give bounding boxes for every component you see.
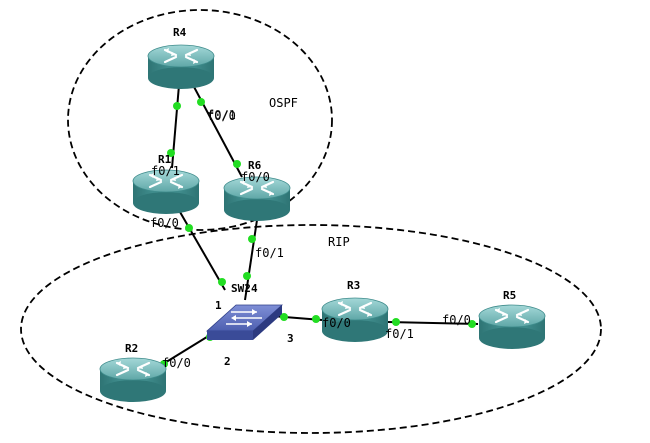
ospf-area-label: OSPF [269, 96, 298, 110]
port-dot [185, 224, 193, 232]
port-dot [468, 320, 476, 328]
router-icon [98, 356, 168, 404]
switch-port-label: 4 [251, 282, 258, 295]
interface-label: f0/1 [385, 327, 414, 341]
router-r3[interactable]: R3 [320, 279, 390, 344]
interface-label: f0/1 [207, 108, 236, 122]
router-label-r3: R3 [347, 279, 360, 292]
interface-label: f0/0 [322, 316, 351, 330]
port-dot [280, 313, 288, 321]
port-dot [312, 315, 320, 323]
rip-area-label: RIP [328, 235, 350, 249]
router-r4[interactable]: R4 [146, 26, 216, 91]
router-r2[interactable]: R2 [98, 342, 168, 404]
interface-label: f0/0 [150, 216, 179, 230]
switch-port-label: 2 [224, 355, 231, 368]
router-label-r6: R6 [248, 159, 262, 172]
router-r1[interactable]: R1 [131, 153, 201, 216]
port-dot [197, 98, 205, 106]
link-r1-sw2 [179, 211, 226, 291]
interface-label: f0/1 [255, 246, 284, 260]
port-dot [248, 235, 256, 243]
port-dot [173, 102, 181, 110]
router-label-r2: R2 [125, 342, 138, 355]
switch-port-label: 3 [287, 332, 294, 345]
router-r6[interactable]: R6 [222, 159, 292, 223]
port-dot [392, 318, 400, 326]
switch-label-sw2: SW2 [231, 282, 251, 295]
router-label-r4: R4 [173, 26, 187, 39]
router-r5[interactable]: R5 [477, 289, 547, 351]
interface-label: f0/0 [162, 356, 191, 370]
link-r3-r5 [387, 321, 479, 325]
router-icon [146, 43, 216, 91]
link-r6-sw2 [244, 219, 258, 301]
port-dot [218, 278, 226, 286]
router-icon [477, 303, 547, 351]
switch-port-label: 1 [215, 299, 222, 312]
switch-sw2[interactable]: SW2 [205, 282, 284, 340]
port-dot [243, 272, 251, 280]
switch-icon [205, 304, 284, 340]
router-label-r1: R1 [158, 153, 172, 166]
interface-label: f0/0 [241, 170, 270, 184]
ospf-area-boundary [67, 9, 333, 231]
rip-area-boundary [20, 224, 602, 434]
interface-label: f0/0 [207, 109, 236, 123]
port-dot [233, 160, 241, 168]
interface-label: f0/1 [151, 164, 180, 178]
router-label-r5: R5 [503, 289, 516, 302]
interface-label: f0/0 [442, 313, 471, 327]
port-dot [167, 149, 175, 157]
